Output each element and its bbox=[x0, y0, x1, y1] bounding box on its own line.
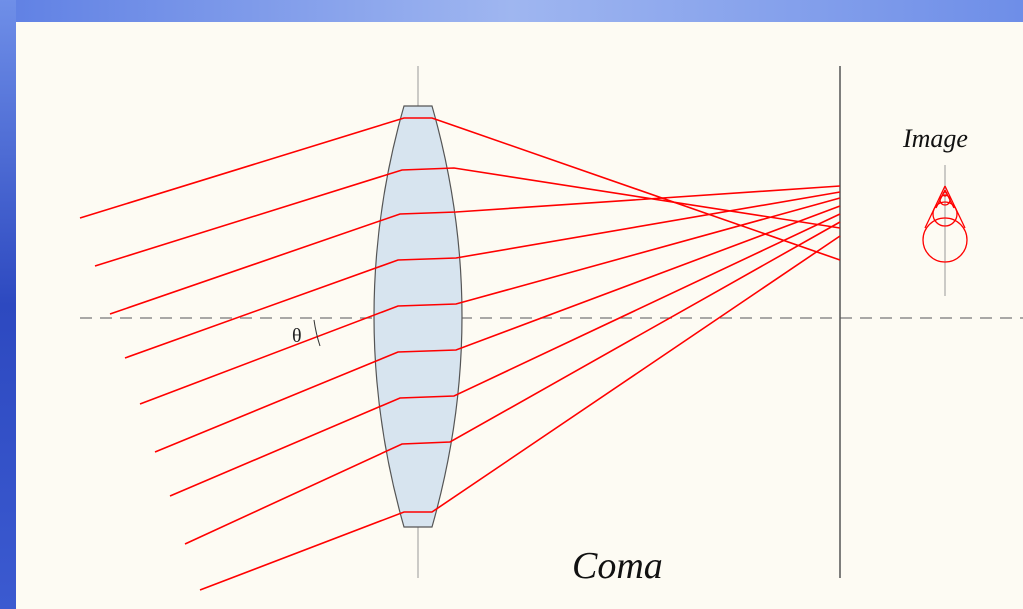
image-label: Image bbox=[902, 124, 968, 153]
ray-8 bbox=[184, 221, 841, 545]
ray-6 bbox=[154, 205, 841, 453]
lens bbox=[373, 105, 463, 528]
ray-5 bbox=[139, 197, 841, 405]
ray-3 bbox=[109, 185, 841, 315]
ray-9 bbox=[199, 235, 841, 591]
angle-arc bbox=[313, 319, 321, 347]
slide-left-border bbox=[0, 0, 16, 609]
ray-7 bbox=[169, 213, 841, 497]
slide-top-border bbox=[0, 0, 1023, 22]
ray-1 bbox=[79, 117, 841, 261]
diagram-title: Coma bbox=[572, 545, 663, 587]
ray-2 bbox=[94, 167, 841, 267]
angle-label: θ bbox=[292, 325, 302, 347]
ray-4 bbox=[124, 191, 841, 359]
image-spot bbox=[922, 165, 968, 296]
diagram-canvas bbox=[16, 22, 1023, 609]
ray-bundle bbox=[79, 117, 841, 591]
